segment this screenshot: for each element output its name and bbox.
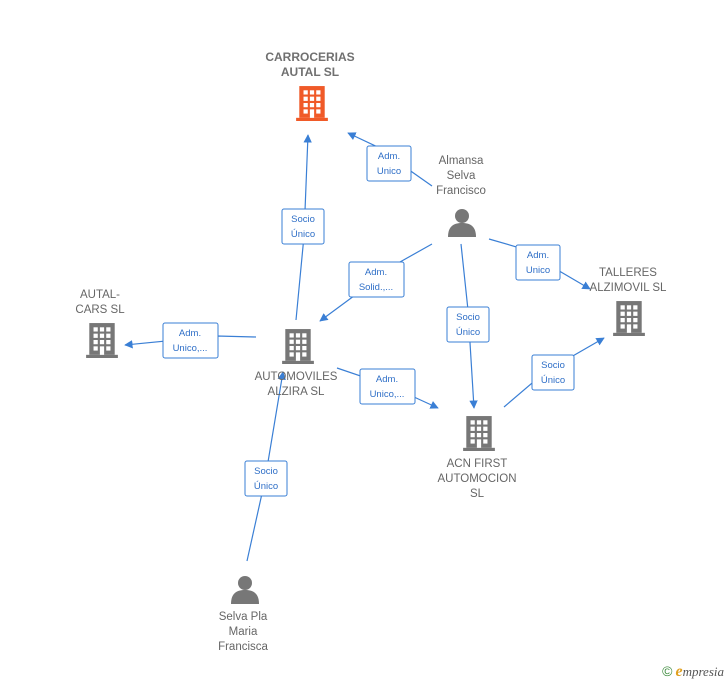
node-carrocerias-autal[interactable]: CARROCERIAS AUTAL SL	[265, 50, 355, 121]
person-icon	[231, 576, 259, 604]
edge-label-text: Unico	[377, 166, 401, 177]
node-label: Almansa	[439, 155, 484, 167]
node-acn-first-automocion[interactable]: ACN FIRST AUTOMOCION SL	[437, 416, 517, 500]
edge-label-e5[interactable]: Socio Único	[446, 306, 490, 343]
edge-label-text: Unico,...	[370, 389, 405, 400]
node-talleres-alzimovil[interactable]: TALLERES ALZIMOVIL SL	[590, 267, 668, 336]
building-icon	[296, 86, 328, 121]
brand-footer: ©empresia	[662, 663, 724, 681]
brand-name: mpresia	[682, 664, 724, 679]
edge-label-e9[interactable]: Socio Único	[244, 460, 288, 497]
edge-label-e8[interactable]: Socio Único	[531, 354, 575, 391]
edge-label-text: Socio	[456, 312, 480, 323]
building-icon	[613, 301, 645, 336]
node-label: SL	[470, 488, 485, 500]
node-automoviles-alzira[interactable]: AUTOMOVILES ALZIRA SL	[255, 329, 338, 398]
edge-label-text: Único	[254, 481, 278, 492]
edge-label-text: Unico,...	[173, 343, 208, 354]
edge-label-text: Único	[291, 229, 315, 240]
node-label: ACN FIRST	[447, 458, 508, 470]
node-label: ALZIMOVIL SL	[590, 282, 668, 294]
edge-label-e2[interactable]: Socio Único	[281, 208, 325, 245]
edge-label-text: Solid.,...	[359, 282, 393, 293]
edge-label-text: Adm.	[365, 267, 387, 278]
node-label: Selva	[447, 170, 476, 182]
node-label: AUTOMOVILES	[255, 371, 338, 383]
edge-label-text: Adm.	[376, 374, 398, 385]
building-icon	[463, 416, 495, 451]
building-icon	[282, 329, 314, 364]
node-almansa-selva-francisco[interactable]: Almansa Selva Francisco	[436, 155, 486, 237]
node-label: Maria	[229, 626, 258, 638]
edge-label-e3[interactable]: Adm. Solid.,...	[348, 261, 405, 298]
edge-label-text: Adm.	[527, 250, 549, 261]
node-selva-pla-maria-francisca[interactable]: Selva Pla Maria Francisca	[218, 576, 269, 653]
edge-label-e7[interactable]: Adm. Unico,...	[359, 368, 416, 405]
edge-labels: Adm. Unico Socio Único Adm. Solid.,... A…	[162, 145, 575, 497]
brand-logo-initial: e	[675, 663, 683, 680]
copyright-icon: ©	[662, 663, 673, 679]
node-label: CARS SL	[75, 304, 125, 316]
nodes: CARROCERIAS AUTAL SL Almansa Selva Franc…	[75, 50, 667, 653]
node-autal-cars[interactable]: AUTAL- CARS SL	[75, 289, 125, 358]
node-label: AUTOMOCION	[437, 473, 516, 485]
node-label: Francisco	[436, 185, 486, 197]
node-label: CARROCERIAS	[265, 50, 354, 64]
person-icon	[448, 209, 476, 237]
node-label: ALZIRA SL	[268, 386, 325, 398]
edge-label-text: Socio	[254, 466, 278, 477]
edge-label-text: Adm.	[179, 328, 201, 339]
node-label: AUTAL SL	[281, 65, 339, 79]
edge-label-e4[interactable]: Adm. Unico	[515, 244, 561, 281]
edge-label-text: Socio	[541, 360, 565, 371]
node-label: Francisca	[218, 641, 268, 653]
edge-label-text: Socio	[291, 214, 315, 225]
edge-label-text: Unico	[526, 265, 550, 276]
edge-label-text: Único	[541, 375, 565, 386]
node-label: Selva Pla	[219, 611, 268, 623]
node-label: AUTAL-	[80, 289, 120, 301]
edge-label-e6[interactable]: Adm. Unico,...	[162, 322, 219, 359]
edge-label-text: Adm.	[378, 151, 400, 162]
edge-label-e1[interactable]: Adm. Unico	[366, 145, 412, 182]
node-label: TALLERES	[599, 267, 657, 279]
edge-label-text: Único	[456, 327, 480, 338]
building-icon	[86, 323, 118, 358]
